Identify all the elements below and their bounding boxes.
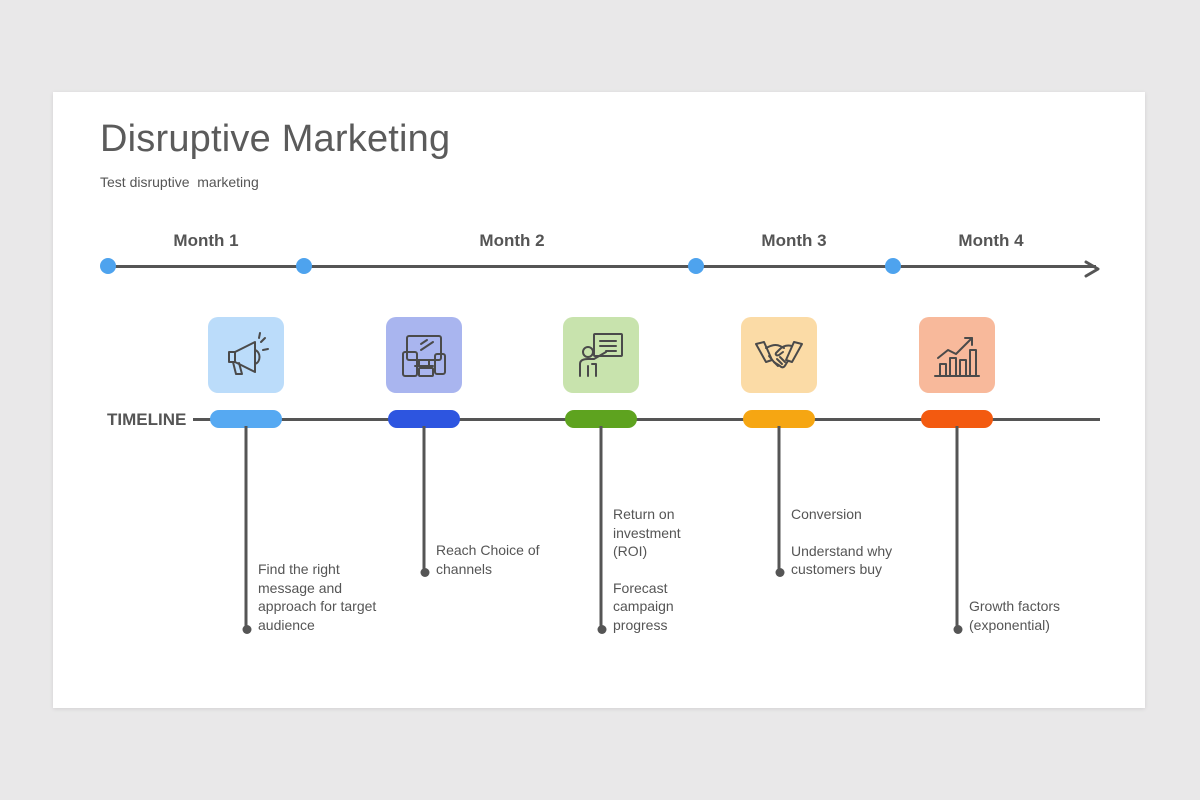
step-2-pill <box>388 410 460 428</box>
timeline-line <box>193 418 1100 421</box>
growth-chart-icon <box>934 337 980 377</box>
megaphone-icon <box>228 332 269 375</box>
month-axis-line <box>108 265 1096 268</box>
milestone-dot <box>885 258 901 274</box>
step-5-pill <box>921 410 993 428</box>
devices-icon <box>402 335 446 377</box>
milestone-dot <box>100 258 116 274</box>
step-4-description-2: Understand why customers buy <box>791 542 893 578</box>
timeline-label: TIMELINE <box>107 410 187 429</box>
step-3-pill <box>565 410 637 428</box>
page-subtitle: Test disruptive marketing <box>100 174 259 190</box>
step-1-description: Find the right message and approach for … <box>258 561 377 633</box>
step-1-stem <box>244 426 248 626</box>
step-4-stem <box>777 426 781 572</box>
presentation-icon <box>579 333 623 377</box>
step-1-text: Find the right message and approach for … <box>258 560 378 634</box>
step-5-description: Growth factors (exponential) <box>969 598 1061 633</box>
presentation-icon-box <box>563 317 639 393</box>
step-5-stem-end <box>953 625 963 634</box>
step-4-description: Conversion <box>791 506 862 522</box>
milestone-dot <box>296 258 312 274</box>
megaphone-icon-box <box>208 317 284 393</box>
step-2-text: Reach Choice of channels <box>436 541 566 578</box>
month-1-label: Month 1 <box>173 231 239 250</box>
step-5-stem <box>955 426 959 626</box>
step-2-description: Reach Choice of channels <box>436 542 540 577</box>
month-2-label: Month 2 <box>479 231 545 250</box>
arrow-head-icon <box>1084 260 1100 278</box>
step-4-pill <box>743 410 815 428</box>
step-1-stem-end <box>242 625 252 634</box>
growth-chart-icon-box <box>919 317 995 393</box>
step-3-stem <box>599 426 603 626</box>
step-1-pill <box>210 410 282 428</box>
step-4-stem-end <box>775 568 785 577</box>
slide: Disruptive Marketing Test disruptive mar… <box>53 92 1145 708</box>
step-2-stem-end <box>420 568 430 577</box>
devices-icon-box <box>386 317 462 393</box>
step-4-text: Conversion Understand why customers buy <box>791 505 911 579</box>
milestone-dot <box>688 258 704 274</box>
step-3-text: Return on investment (ROI) Forecast camp… <box>613 505 713 634</box>
month-3-label: Month 3 <box>761 231 827 250</box>
handshake-icon <box>755 341 803 369</box>
step-5-text: Growth factors (exponential) <box>969 597 1089 634</box>
month-4-label: Month 4 <box>958 231 1024 250</box>
step-3-stem-end <box>597 625 607 634</box>
step-3-description: Return on investment (ROI) <box>613 506 681 559</box>
handshake-icon-box <box>741 317 817 393</box>
step-2-stem <box>422 426 426 572</box>
step-3-description-2: Forecast campaign progress <box>613 579 674 633</box>
page-title: Disruptive Marketing <box>100 118 451 160</box>
